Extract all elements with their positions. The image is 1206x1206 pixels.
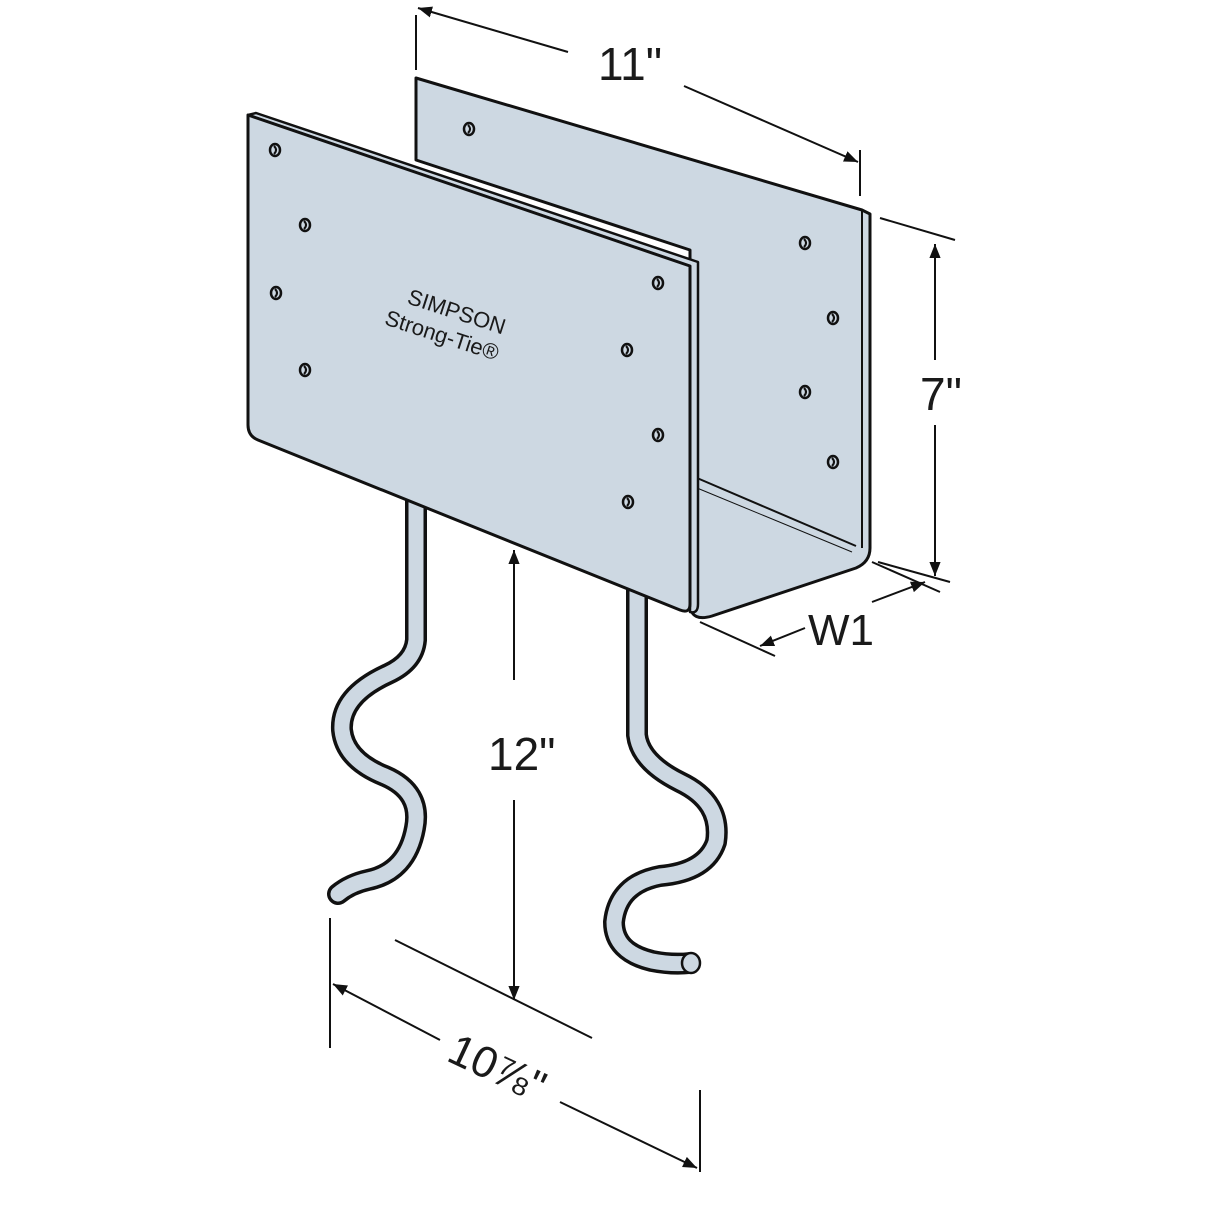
left-anchor-leg	[327, 484, 428, 905]
nail-hole-shadow	[831, 457, 835, 467]
nail-hole-shadow	[656, 278, 660, 288]
nail-hole-shadow	[273, 145, 277, 155]
nail-hole-shadow	[626, 497, 630, 507]
front-plate	[246, 113, 692, 613]
anchor-spacing-label: 10⅞"	[441, 1025, 553, 1112]
nail-hole-shadow	[803, 238, 807, 248]
nail-hole-shadow	[831, 313, 835, 323]
bottom-fold-line	[696, 477, 857, 547]
dimension-length: 11"	[415, 6, 861, 196]
embedment-label: 12"	[488, 728, 556, 780]
nail-hole-shadow	[303, 220, 307, 230]
nail-holes	[268, 121, 840, 510]
nail-hole-shadow	[467, 124, 471, 134]
nail-hole-shadow	[656, 430, 660, 440]
bottom-fold-line-inner	[696, 487, 853, 553]
width-label: W1	[808, 606, 874, 655]
front-plate-edge	[246, 111, 700, 614]
nail-hole-shadow	[803, 387, 807, 397]
dimension-width: W1	[699, 561, 941, 657]
height-label: 7"	[920, 368, 962, 420]
dimension-embedment: 12"	[394, 550, 593, 1039]
right-anchor-leg	[603, 549, 728, 975]
nail-hole-shadow	[625, 345, 629, 355]
length-label: 11"	[598, 38, 662, 90]
nail-hole-shadow	[274, 288, 278, 298]
dimension-height: 7"	[877, 217, 962, 583]
nail-hole-shadow	[303, 365, 307, 375]
